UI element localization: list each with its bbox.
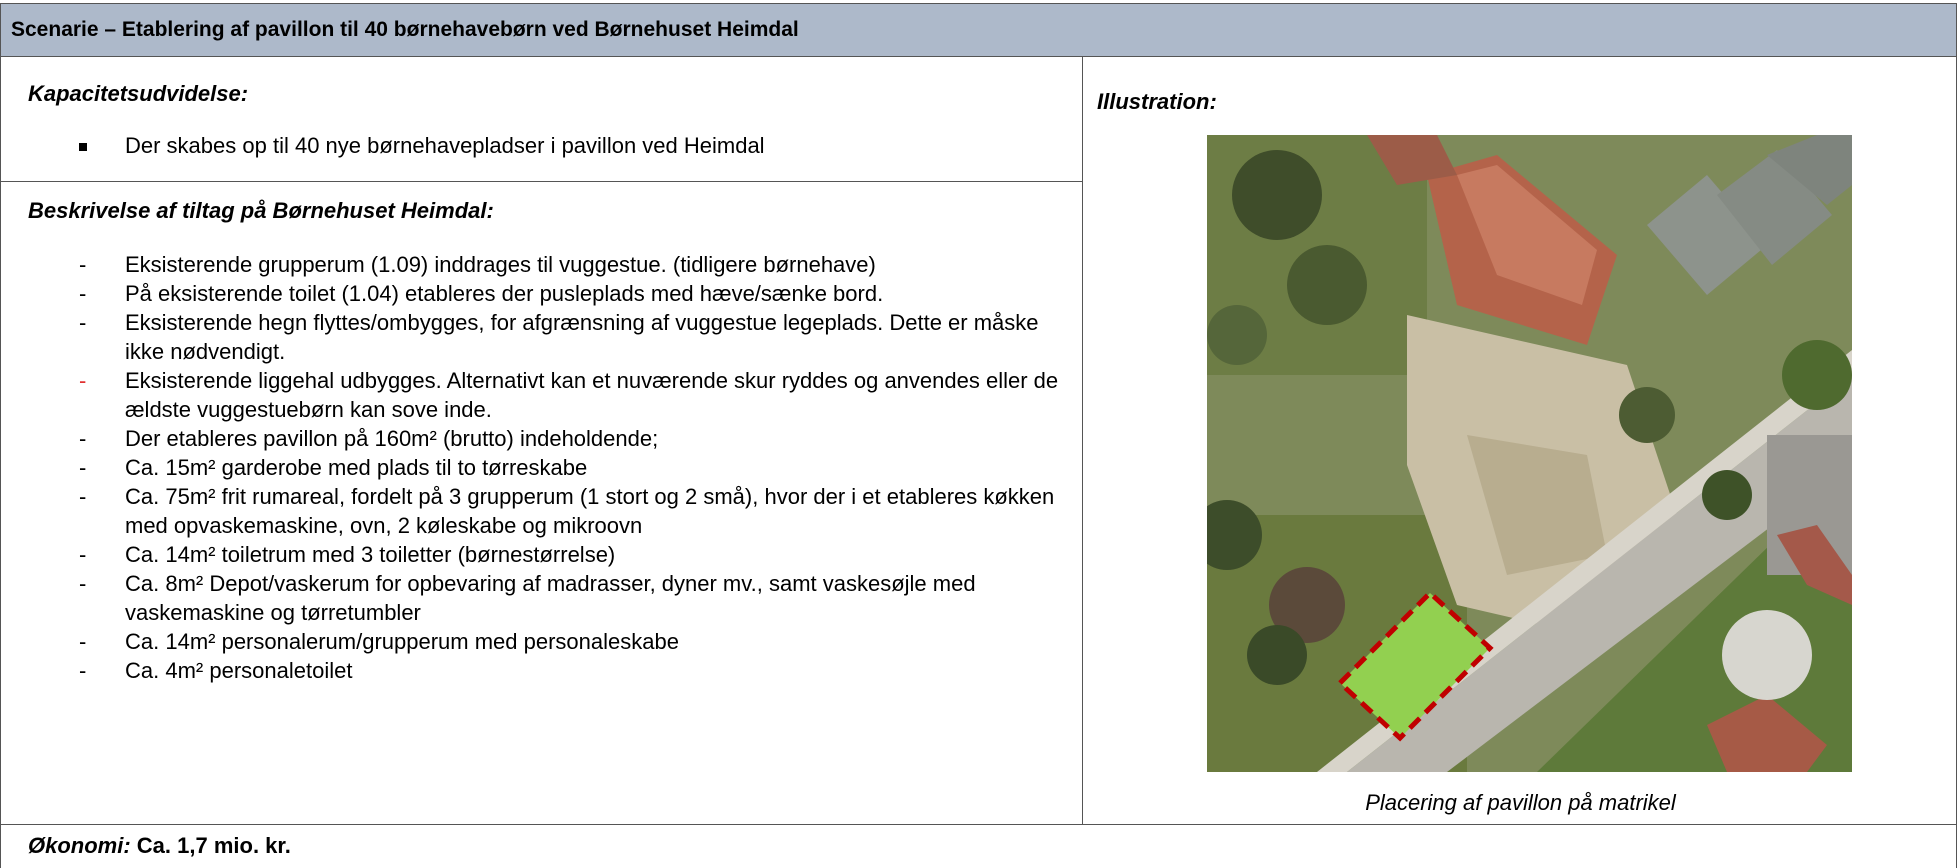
map-building-roof bbox=[1717, 150, 1832, 265]
list-item-text: Ca. 8m² Depot/vaskerum for opbevaring af… bbox=[125, 571, 976, 625]
dash-bullet: - bbox=[79, 281, 87, 306]
illustration-section: Illustration: bbox=[1082, 56, 1957, 825]
description-list: - Eksisterende grupperum (1.09) inddrages… bbox=[1, 250, 1084, 685]
list-item: - Ca. 75m² frit rumareal, fordelt på 3 gr… bbox=[1, 482, 1084, 540]
aerial-map-svg bbox=[1207, 135, 1852, 772]
list-item-text: Eksisterende liggehal udbygges. Alternat… bbox=[125, 368, 1059, 422]
list-item-text: Ca. 14m² toiletrum med 3 toiletter (børn… bbox=[125, 542, 616, 567]
square-bullet-icon bbox=[79, 143, 87, 151]
list-item: - Der etableres pavillon på 160m² (brutto… bbox=[1, 424, 1084, 453]
list-item: - Ca. 8m² Depot/vaskerum for opbevaring a… bbox=[1, 569, 1084, 627]
economy-label: Økonomi: bbox=[28, 833, 131, 858]
list-item: - Ca. 4m² personaletoilet bbox=[1, 656, 1084, 685]
list-item-text: Ca. 15m² garderobe med plads til to tørr… bbox=[125, 455, 588, 480]
map-tree bbox=[1207, 305, 1267, 365]
pavilion-location-marker bbox=[1336, 589, 1494, 742]
list-item-text: Ca. 14m² personalerum/grupperum med pers… bbox=[125, 629, 679, 654]
list-item: - På eksisterende toilet (1.04) etableres… bbox=[1, 279, 1084, 308]
list-item: - Eksisterende liggehal udbygges. Alterna… bbox=[1, 366, 1084, 424]
illustration-title: Illustration: bbox=[1097, 89, 1217, 114]
map-tree bbox=[1207, 500, 1262, 570]
capacity-section: Kapacitetsudvidelse: Der skabes op til 4… bbox=[0, 56, 1083, 182]
list-item: - Eksisterende grupperum (1.09) inddrages… bbox=[1, 250, 1084, 279]
dash-bullet: - bbox=[79, 484, 87, 509]
map-tree bbox=[1722, 610, 1812, 700]
map-tree bbox=[1619, 387, 1675, 443]
description-section: Beskrivelse af tiltag på Børnehuset Heim… bbox=[0, 181, 1083, 825]
economy-section: Økonomi: Ca. 1,7 mio. kr. bbox=[0, 824, 1957, 868]
list-item: - Ca. 14m² personalerum/grupperum med per… bbox=[1, 627, 1084, 656]
dash-bullet: - bbox=[79, 658, 87, 683]
map-tree bbox=[1247, 625, 1307, 685]
map-tree bbox=[1269, 567, 1345, 643]
map-tree bbox=[1287, 245, 1367, 325]
dash-bullet: - bbox=[79, 310, 87, 335]
economy-value: Ca. 1,7 mio. kr. bbox=[130, 833, 291, 858]
aerial-map-image bbox=[1207, 135, 1852, 772]
map-building-roof bbox=[1367, 135, 1457, 185]
capacity-title: Kapacitetsudvidelse: bbox=[28, 81, 249, 106]
list-item: - Ca. 15m² garderobe med plads til to tør… bbox=[1, 453, 1084, 482]
dash-bullet-highlight: - bbox=[79, 368, 87, 393]
dash-bullet: - bbox=[79, 629, 87, 654]
list-item-text: Eksisterende hegn flyttes/ombygges, for … bbox=[125, 310, 1039, 364]
list-item-text: Ca. 75m² frit rumareal, fordelt på 3 gru… bbox=[125, 484, 1055, 538]
map-building-roof bbox=[1707, 695, 1827, 772]
scenario-title: Scenarie – Etablering af pavillon til 40… bbox=[11, 18, 799, 41]
map-tree bbox=[1782, 340, 1852, 410]
dash-bullet: - bbox=[79, 252, 87, 277]
map-tree bbox=[1702, 470, 1752, 520]
dash-bullet: - bbox=[79, 426, 87, 451]
list-item-text: På eksisterende toilet (1.04) etableres … bbox=[125, 281, 884, 306]
illustration-caption: Placering af pavillon på matrikel bbox=[1365, 790, 1676, 815]
list-item: - Ca. 14m² toiletrum med 3 toiletter (bør… bbox=[1, 540, 1084, 569]
map-building-roof bbox=[1457, 165, 1597, 305]
dash-bullet: - bbox=[79, 455, 87, 480]
dash-bullet: - bbox=[79, 571, 87, 596]
scenario-header: Scenarie – Etablering af pavillon til 40… bbox=[0, 3, 1957, 57]
list-item-text: Der etableres pavillon på 160m² (brutto)… bbox=[125, 426, 659, 451]
map-building-roof bbox=[1767, 135, 1852, 205]
capacity-bullet: Der skabes op til 40 nye børnehavepladse… bbox=[79, 133, 765, 159]
map-tree bbox=[1232, 150, 1322, 240]
map-building-roof bbox=[1647, 175, 1767, 295]
capacity-bullet-text: Der skabes op til 40 nye børnehavepladse… bbox=[125, 133, 765, 158]
list-item-text: Eksisterende grupperum (1.09) inddrages … bbox=[125, 252, 876, 277]
list-item: - Eksisterende hegn flyttes/ombygges, for… bbox=[1, 308, 1084, 366]
description-title: Beskrivelse af tiltag på Børnehuset Heim… bbox=[28, 198, 494, 223]
dash-bullet: - bbox=[79, 542, 87, 567]
list-item-text: Ca. 4m² personaletoilet bbox=[125, 658, 353, 683]
map-building-roof bbox=[1777, 525, 1852, 605]
map-courtyard bbox=[1467, 435, 1607, 575]
economy-line: Økonomi: Ca. 1,7 mio. kr. bbox=[28, 833, 291, 859]
